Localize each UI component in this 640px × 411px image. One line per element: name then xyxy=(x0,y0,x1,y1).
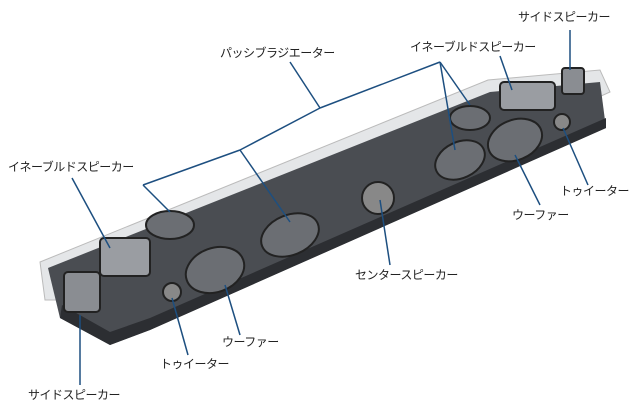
label-side-speaker-bottom: サイドスピーカー xyxy=(28,388,121,402)
label-side-speaker-top: サイドスピーカー xyxy=(518,10,611,24)
passive-radiator-2 xyxy=(260,212,320,258)
label-enabled-speaker-top: イネーブルドスピーカー xyxy=(410,40,536,54)
label-woofer-right: ウーファー xyxy=(512,208,569,222)
passive-radiator-1 xyxy=(145,210,195,240)
label-tweeter-bottom: トゥイーター xyxy=(160,357,230,371)
label-enabled-speaker-left: イネーブルドスピーカー xyxy=(8,160,134,174)
center-speaker xyxy=(361,181,395,215)
label-center-speaker: センタースピーカー xyxy=(355,268,458,282)
woofer-right xyxy=(486,117,544,163)
speaker-units xyxy=(63,67,585,313)
woofer-left xyxy=(184,245,246,295)
tweeter-right xyxy=(553,113,571,131)
side-speaker-left xyxy=(63,271,101,313)
leader-lines xyxy=(71,30,589,385)
passive-radiator-3 xyxy=(434,139,486,181)
enabled-speaker-left xyxy=(99,237,151,277)
label-tweeter-right: トゥイーター xyxy=(560,184,630,198)
passive-radiator-4 xyxy=(449,105,491,131)
label-woofer-bottom: ウーファー xyxy=(222,335,279,349)
side-speaker-right xyxy=(561,67,585,95)
enabled-speaker-right xyxy=(499,81,556,111)
tweeter-left xyxy=(162,282,182,302)
label-passive-radiator: パッシブラジエーター xyxy=(220,46,335,60)
